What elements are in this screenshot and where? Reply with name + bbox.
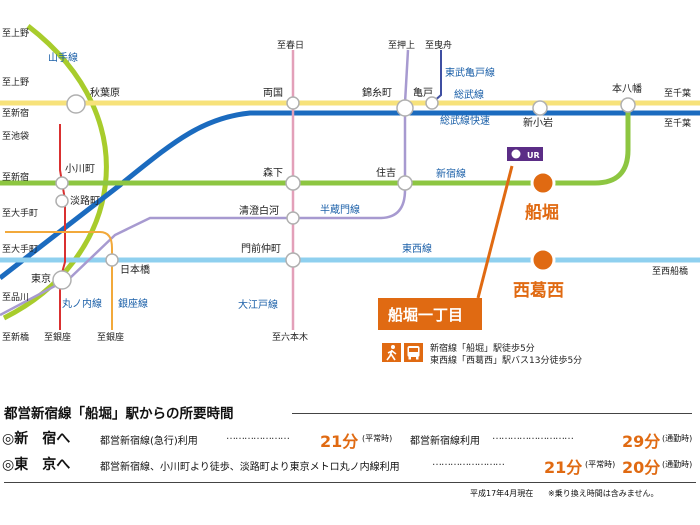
note-shinjuku-express: (平常時) [362,434,393,443]
station-kameido [425,96,439,110]
heading-rule [292,413,692,414]
line-label-oedo: 大江戸線 [238,298,278,311]
direction-ginza-1: 至銀座 [44,331,71,343]
walk-icon [382,343,401,362]
line-label-tobu-kameido: 東武亀戸線 [445,66,495,79]
direction-nishifunabashi: 至西船橋 [652,265,688,277]
note-shinjuku-local: (通勤時) [662,434,693,443]
station-label-kiyosumi: 清澄白河 [239,204,279,217]
site-name: 船堀一丁目 [388,306,463,324]
station-tokyo [52,270,72,290]
station-label-akihabara: 秋葉原 [90,86,120,99]
station-label-sumiyoshi: 住吉 [376,166,396,179]
ur-logo: UR [507,147,543,161]
direction-oshiage: 至押上 [388,39,415,51]
station-label-funabori: 船堀 [525,202,559,223]
station-morishita [285,175,301,191]
direction-otemachi-2: 至大手町 [2,243,38,255]
direction-chiba-1: 至千葉 [664,87,691,99]
direction-shinjuku-2: 至新宿 [2,171,29,183]
station-sumiyoshi [397,175,413,191]
direction-otemachi-1: 至大手町 [2,207,38,219]
line-label-yamanote: 山手線 [48,51,78,64]
footnote-date: 平成17年4月現在 [470,489,534,498]
station-label-kinshicho: 錦糸町 [362,86,392,99]
travel-time-section: 都営新宿線「船堀」駅からの所要時間 ◎新 宿へ 都営新宿線(急行)利用 …………… [0,396,700,525]
direction-ueno-1: 至上野 [2,28,29,39]
line-label-hanzomon: 半蔵門線 [320,203,360,216]
sobu-rapid-line [0,110,700,280]
site-pointer-line [476,165,514,299]
station-label-morishita: 森下 [263,166,283,179]
dots-shinjuku-2: ……………………… [492,431,574,442]
direction-shinagawa: 至品川 [2,292,29,303]
bus-icon [404,343,423,362]
travel-row-tokyo: ◎東 京へ 都営新宿線、小川町より徒歩、淡路町より東京メトロ丸ノ内線利用 ………… [2,454,698,477]
station-label-tokyo: 東京 [31,272,51,285]
route-map: 山手線 東武亀戸線 総武線 総武線快速 新宿線 半蔵門線 東西線 丸ノ内線 銀座… [0,24,700,366]
station-nishikasai [530,247,556,273]
station-ogawamachi [55,176,69,190]
station-label-motoyawata: 本八幡 [612,82,642,95]
dest-shinjuku: ◎新 宿へ [2,431,71,447]
station-awajicho [55,194,69,208]
direction-ikebukuro: 至池袋 [2,130,29,142]
station-akihabara [66,94,86,114]
min-tokyo-rush: 20分 [622,458,661,477]
route-shinjuku-local: 都営新宿線利用 [410,436,480,447]
line-label-marunouchi: 丸ノ内線 [62,297,102,310]
access-text-2: 東西線「西葛西」駅バス13分徒歩5分 [430,354,582,366]
line-label-sobu: 総武線 [454,88,484,101]
ginza-line [5,231,113,330]
direction-chiba-2: 至千葉 [664,117,691,129]
dest-tokyo: ◎東 京へ [2,457,71,473]
route-tokyo: 都営新宿線、小川町より徒歩、淡路町より東京メトロ丸ノ内線利用 [100,462,400,473]
station-label-awajicho: 淡路町 [70,194,100,207]
route-shinjuku-express: 都営新宿線(急行)利用 [100,436,198,447]
direction-hikifune: 至曳舟 [425,39,452,51]
station-label-ogawamachi: 小川町 [65,163,95,175]
station-label-nishikasai: 西葛西 [513,280,564,301]
direction-roppongi: 至六本木 [272,331,308,343]
station-label-nihonbashi: 日本橋 [120,263,150,276]
station-label-monzen: 門前仲町 [241,242,281,255]
access-text-1: 新宿線「船堀」駅徒歩5分 [430,342,535,354]
station-monzen [285,252,301,268]
travel-time-heading: 都営新宿線「船堀」駅からの所要時間 [4,406,234,422]
line-label-sobu-rapid: 総武線快速 [440,114,490,127]
footer-rule [4,482,696,483]
note-tokyo-normal: (平常時) [585,460,616,469]
shinjuku-line [0,103,631,186]
station-label-kameido: 亀戸 [413,86,433,99]
tobu-kameido-line [431,50,442,104]
site-callout-box [378,298,482,330]
station-funabori [530,170,556,196]
direction-shinjuku-1: 至新宿 [2,107,29,119]
station-shinkoiwa [532,100,548,116]
dots-shinjuku-1: ………………… [226,431,290,442]
station-kinshicho [396,99,414,117]
station-ryogoku [286,96,300,110]
footnote-note: ※乗り換え時間は含みません。 [548,489,659,498]
station-motoyawata [620,97,636,113]
station-label-shinkoiwa: 新小岩 [523,116,553,129]
direction-shinbashi: 至新橋 [2,331,29,343]
min-shinjuku-local: 29分 [622,432,661,451]
min-tokyo-normal: 21分 [544,458,583,477]
station-kiyosumi [286,211,300,225]
line-label-ginza: 銀座線 [118,297,148,310]
dots-tokyo: …………………… [432,457,505,468]
line-label-shinjuku: 新宿線 [436,167,466,180]
direction-ginza-2: 至銀座 [97,331,124,343]
station-nihonbashi [105,253,119,267]
line-label-tozai: 東西線 [402,242,432,255]
direction-ueno-2: 至上野 [2,77,29,88]
min-shinjuku-express: 21分 [320,432,359,451]
note-tokyo-rush: (通勤時) [662,460,693,469]
station-label-ryogoku: 両国 [263,87,283,99]
direction-kasuga: 至春日 [277,39,304,51]
travel-row-shinjuku: ◎新 宿へ 都営新宿線(急行)利用 ………………… 21分 (平常時) 都営新宿… [2,428,698,451]
ur-logo-text: UR [527,151,540,160]
